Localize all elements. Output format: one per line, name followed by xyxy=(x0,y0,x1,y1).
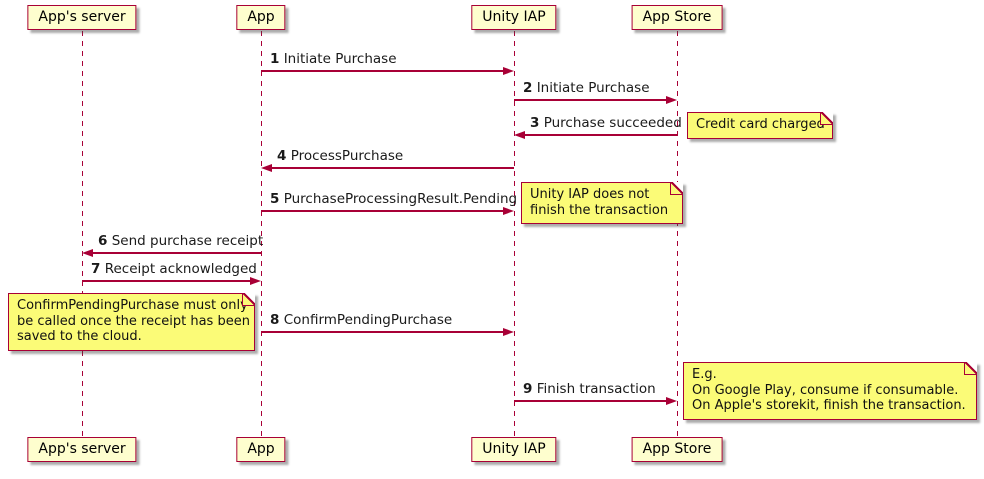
message-line-6 xyxy=(92,252,261,254)
message-arrowhead-7 xyxy=(250,277,261,285)
message-text: Send purchase receipt xyxy=(111,233,264,249)
message-number: 8 xyxy=(270,312,280,328)
message-label-8: 8 ConfirmPendingPurchase xyxy=(270,312,452,328)
message-label-7: 7 Receipt acknowledged xyxy=(91,261,257,277)
message-arrowhead-9 xyxy=(666,397,677,405)
note-1: Credit card charged xyxy=(687,112,833,139)
message-number: 3 xyxy=(530,115,540,131)
message-line-1 xyxy=(261,70,504,72)
message-text: ConfirmPendingPurchase xyxy=(283,312,453,328)
note-3: ConfirmPendingPurchase must only be call… xyxy=(8,293,255,351)
message-text: Finish transaction xyxy=(536,381,656,397)
message-line-2 xyxy=(514,99,667,101)
message-line-5 xyxy=(261,210,504,212)
note-4: E.g. On Google Play, consume if consumab… xyxy=(683,362,977,420)
lifeline-unity-iap xyxy=(513,31,515,438)
participant-bottom-app: App xyxy=(236,437,286,462)
message-number: 9 xyxy=(523,381,533,397)
message-line-9 xyxy=(514,400,667,402)
message-arrowhead-6 xyxy=(82,249,93,257)
participant-top-unity-iap: Unity IAP xyxy=(471,5,557,30)
message-arrowhead-4 xyxy=(261,164,272,172)
message-number: 7 xyxy=(91,261,101,277)
note-fold-icon xyxy=(964,362,977,375)
message-label-1: 1 Initiate Purchase xyxy=(270,51,397,67)
participant-bottom-app-s-server: App's server xyxy=(27,437,137,462)
message-number: 4 xyxy=(277,148,287,164)
message-arrowhead-3 xyxy=(514,131,525,139)
note-fold-icon xyxy=(242,293,255,306)
message-text: PurchaseProcessingResult.Pending xyxy=(283,191,518,207)
lifeline-app-s-server xyxy=(81,31,83,438)
note-text: E.g. On Google Play, consume if consumab… xyxy=(692,367,966,413)
message-arrowhead-2 xyxy=(666,96,677,104)
message-number: 1 xyxy=(270,51,280,67)
message-arrowhead-1 xyxy=(503,67,514,75)
message-text: Receipt acknowledged xyxy=(104,261,257,277)
message-line-8 xyxy=(261,331,504,333)
note-2: Unity IAP does not finish the transactio… xyxy=(521,182,683,224)
message-arrowhead-8 xyxy=(503,328,514,336)
lifeline-app xyxy=(260,31,262,438)
message-line-4 xyxy=(271,167,514,169)
note-text: ConfirmPendingPurchase must only be call… xyxy=(17,298,250,344)
message-text: Initiate Purchase xyxy=(283,51,397,67)
message-text: Initiate Purchase xyxy=(536,80,650,96)
note-fold-icon xyxy=(820,112,833,125)
lifeline-app-store xyxy=(676,31,678,438)
message-number: 6 xyxy=(98,233,108,249)
message-label-3: 3 Purchase succeeded xyxy=(530,115,682,131)
note-text: Unity IAP does not finish the transactio… xyxy=(530,187,669,218)
message-label-6: 6 Send purchase receipt xyxy=(98,233,263,249)
message-number: 2 xyxy=(523,80,533,96)
message-label-5: 5 PurchaseProcessingResult.Pending xyxy=(270,191,517,207)
message-label-4: 4 ProcessPurchase xyxy=(277,148,403,164)
message-line-3 xyxy=(524,134,677,136)
participant-top-app: App xyxy=(236,5,286,30)
note-fold-icon xyxy=(670,182,683,195)
message-text: Purchase succeeded xyxy=(543,115,682,131)
message-label-2: 2 Initiate Purchase xyxy=(523,80,650,96)
participant-bottom-app-store: App Store xyxy=(631,437,723,462)
message-text: ProcessPurchase xyxy=(290,148,404,164)
message-number: 5 xyxy=(270,191,280,207)
participant-top-app-store: App Store xyxy=(631,5,723,30)
message-arrowhead-5 xyxy=(503,207,514,215)
note-text: Credit card charged xyxy=(696,117,825,132)
message-line-7 xyxy=(82,280,251,282)
participant-top-app-s-server: App's server xyxy=(27,5,137,30)
participant-bottom-unity-iap: Unity IAP xyxy=(471,437,557,462)
message-label-9: 9 Finish transaction xyxy=(523,381,656,397)
